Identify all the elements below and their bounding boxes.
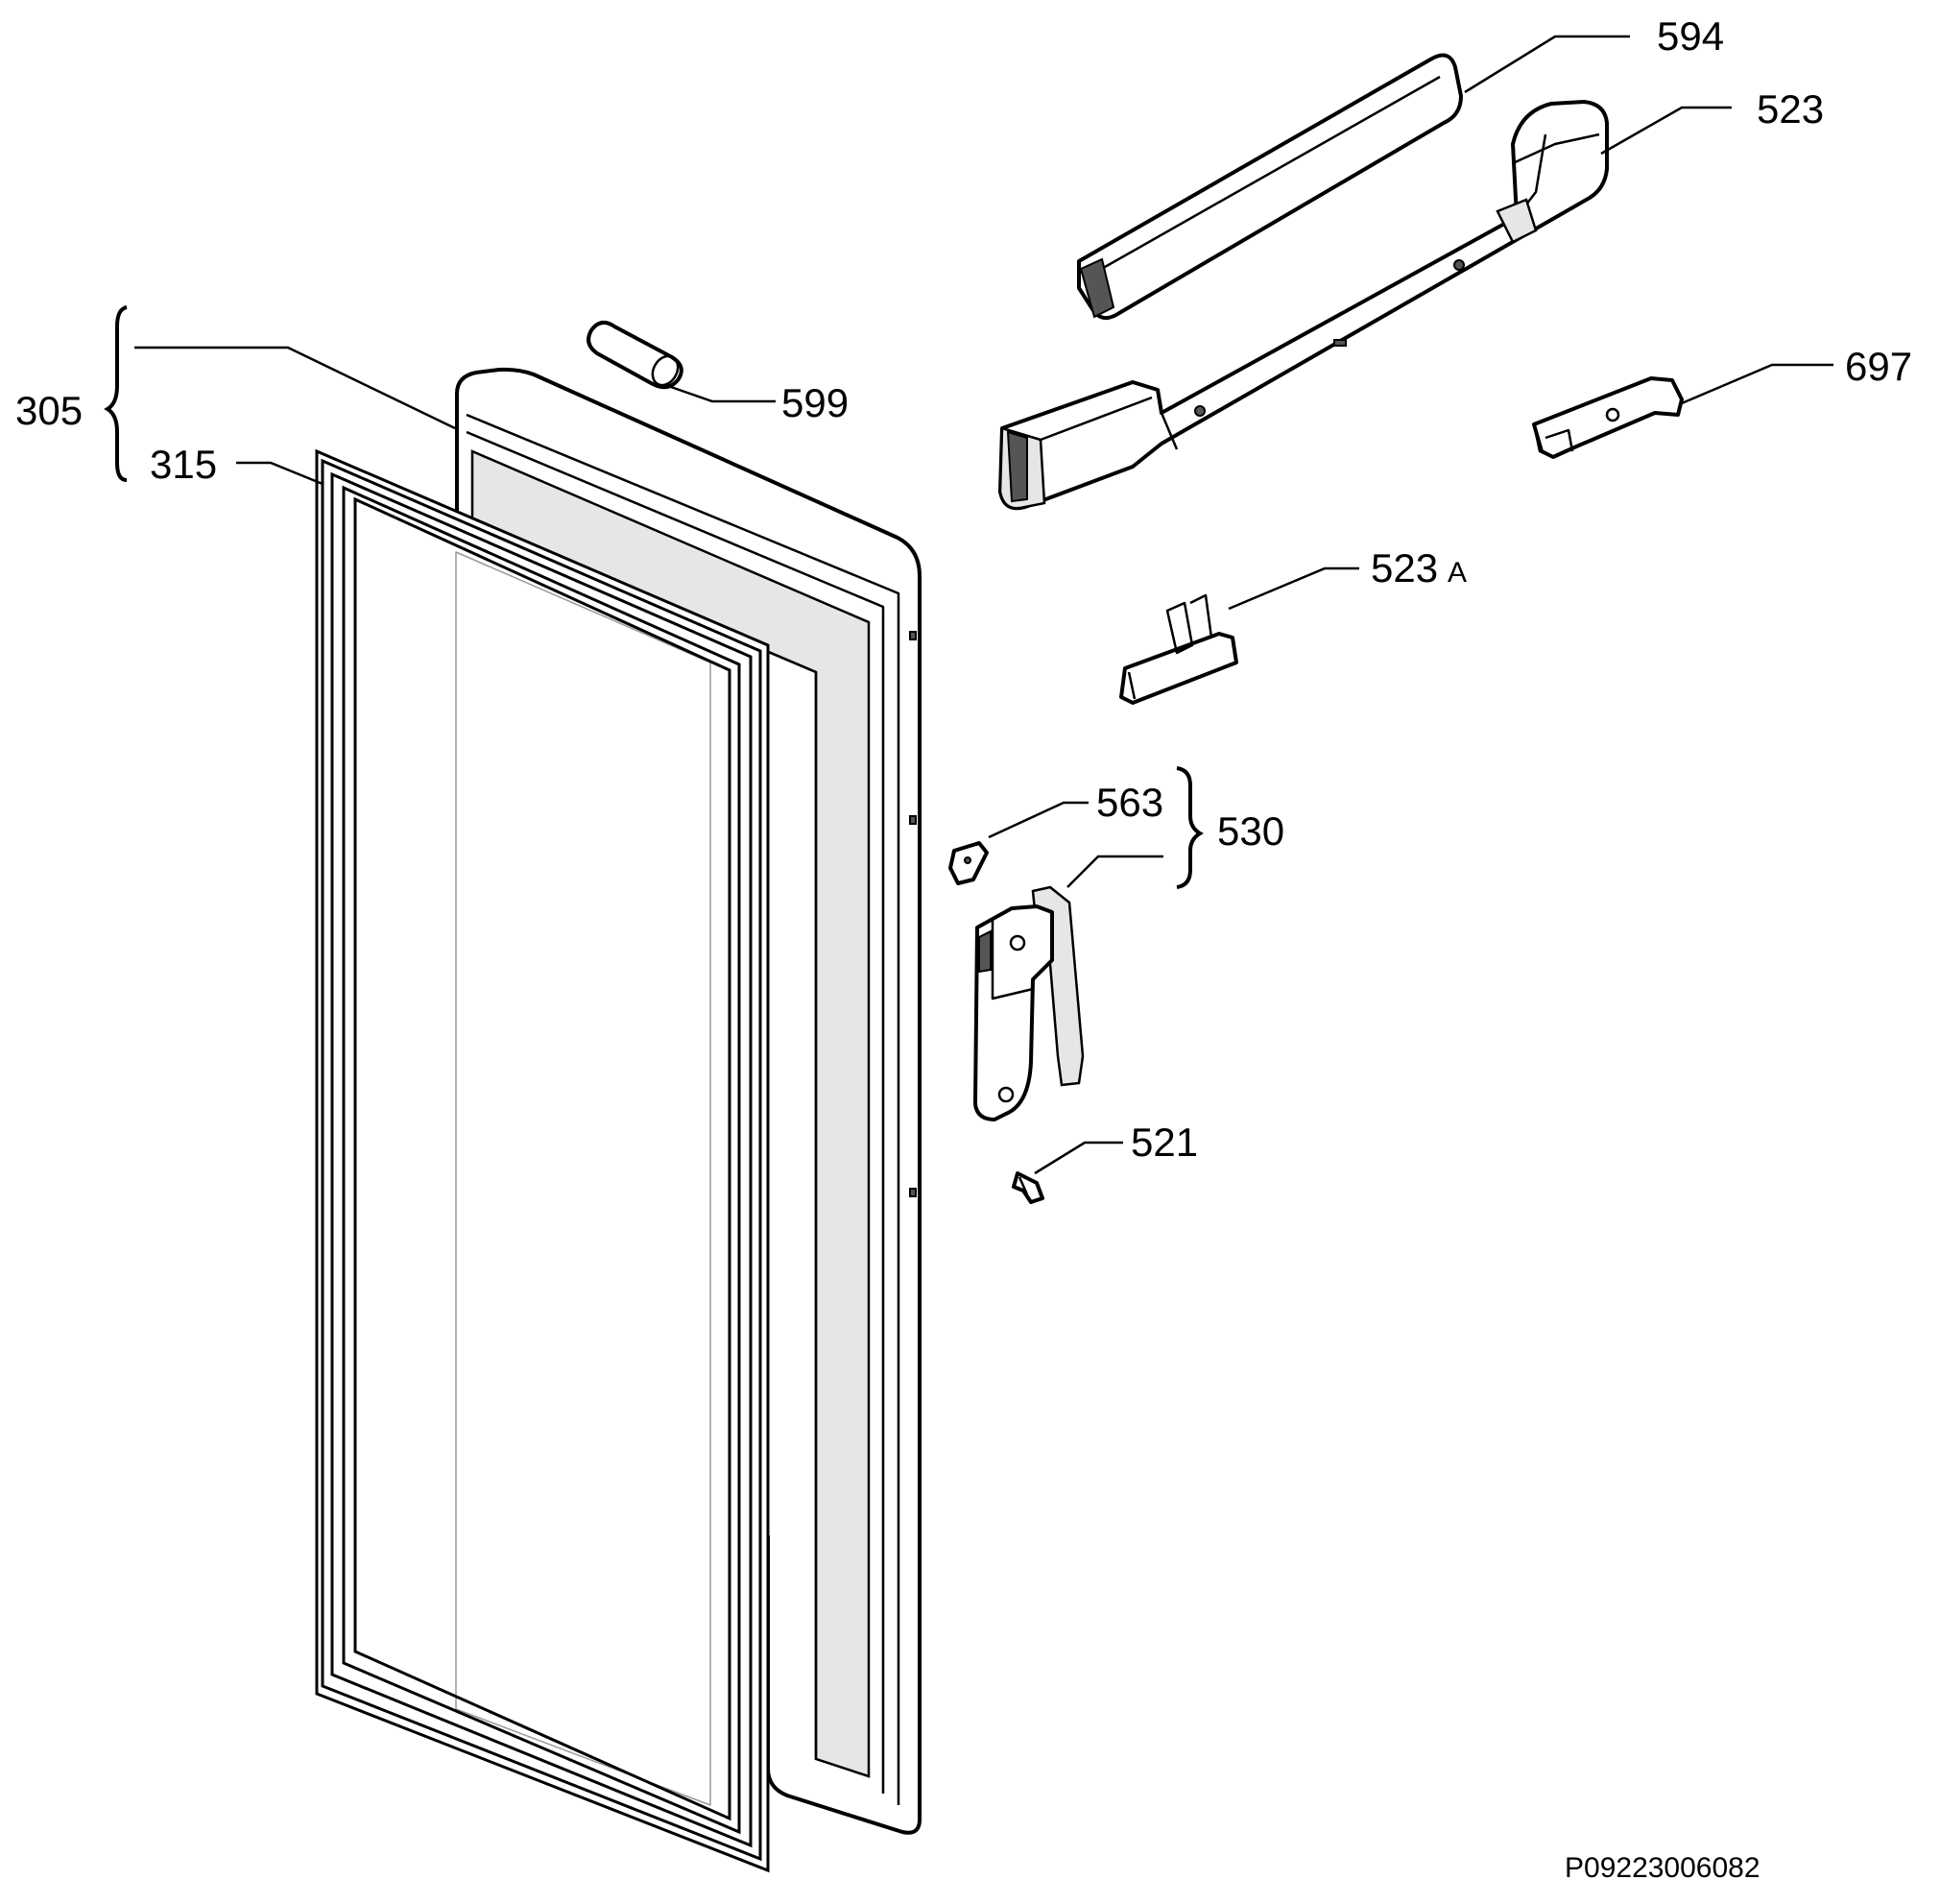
label-594: 594: [1657, 13, 1724, 59]
label-599: 599: [781, 380, 849, 425]
part-563-small-piece: [948, 841, 989, 885]
part-594-trim: [1077, 53, 1463, 321]
brace-305: [104, 305, 128, 482]
part-521-screw: [1012, 1171, 1044, 1204]
label-530: 530: [1217, 808, 1284, 854]
part-530-hinge-handle: [973, 885, 1085, 1121]
part-523-top-cover: [998, 100, 1609, 511]
drawing-code: P09223006082: [1565, 1852, 1760, 1884]
label-305: 305: [15, 388, 83, 433]
door-gasket: [315, 448, 770, 1873]
label-523a-suffix: A: [1448, 557, 1467, 589]
label-523a: 523: [1371, 545, 1438, 590]
part-697-bracket: [1532, 376, 1684, 459]
part-523a-clip: [1119, 593, 1238, 705]
label-697: 697: [1845, 344, 1912, 389]
label-315: 315: [150, 442, 217, 487]
brace-530: [1176, 766, 1204, 889]
leader-lines: [134, 35, 1833, 1175]
part-599-cylinder: [587, 320, 683, 390]
label-563: 563: [1096, 780, 1163, 825]
part-labels: 305 315 599 594 523 697 523 A 563 530 52…: [15, 13, 1912, 1884]
label-521: 521: [1131, 1120, 1198, 1165]
label-523: 523: [1757, 86, 1824, 132]
